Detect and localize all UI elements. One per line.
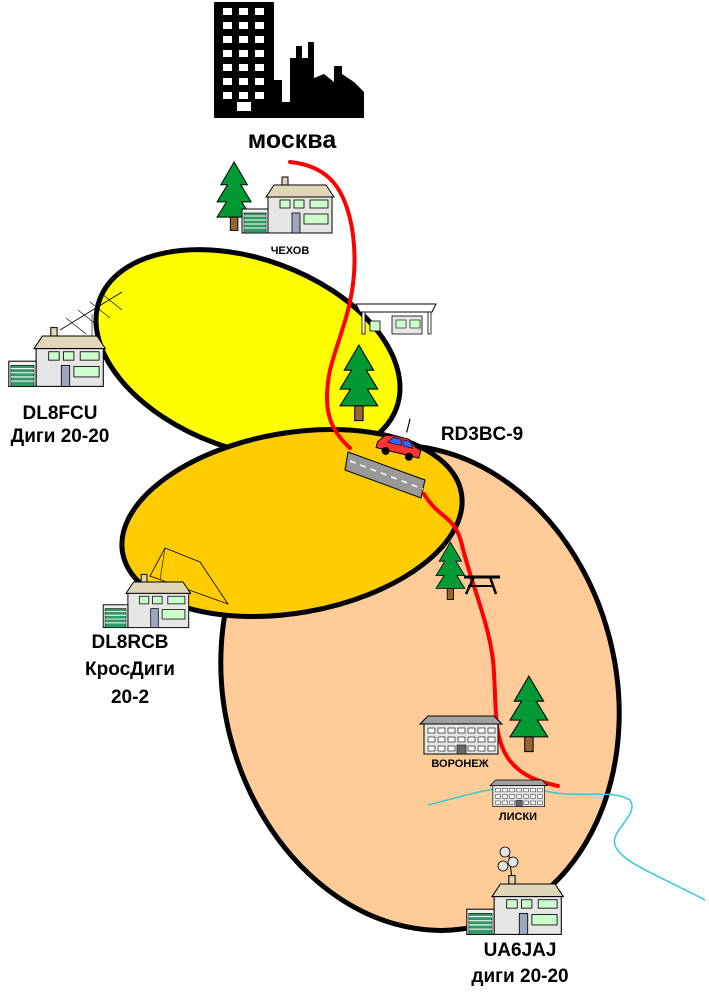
antenna-icon (497, 846, 519, 879)
station-dl8fcu-desc: Диги 20-20 (11, 426, 110, 447)
picnic-table-icon (464, 575, 500, 595)
station-rd3bc-call: RD3BC-9 (441, 424, 523, 445)
city-skyline-icon (214, 2, 364, 118)
city-label-moscow: москва (248, 126, 338, 154)
city-label-voronezh: ВОРОНЕЖ (431, 758, 488, 770)
station-ua6jaj-call: UA6JAJ (484, 940, 557, 961)
route-path (288, 160, 560, 788)
house-icon (8, 327, 106, 387)
station-dl8rcb-desc2: 20-2 (111, 687, 149, 708)
gas-station-icon (355, 303, 437, 335)
antenna-icon (149, 547, 230, 605)
station-dl8rcb-call: DL8RCB (91, 632, 168, 653)
coverage-zone-dl8fcu (93, 247, 403, 461)
house-icon (102, 573, 192, 629)
city-label-chekhov: ЧЕХОВ (271, 245, 310, 257)
building-icon (419, 715, 503, 755)
road-icon (344, 451, 426, 499)
station-dl8rcb-desc: КросДиги (85, 659, 175, 680)
station-ua6jaj-desc: диги 20-20 (471, 966, 568, 987)
car-icon (375, 418, 422, 461)
city-label-liski: ЛИСКИ (499, 811, 537, 823)
building-icon (489, 779, 548, 807)
antenna-icon (59, 291, 123, 340)
house-icon (241, 176, 335, 234)
station-dl8fcu-call: DL8FCU (23, 403, 98, 424)
